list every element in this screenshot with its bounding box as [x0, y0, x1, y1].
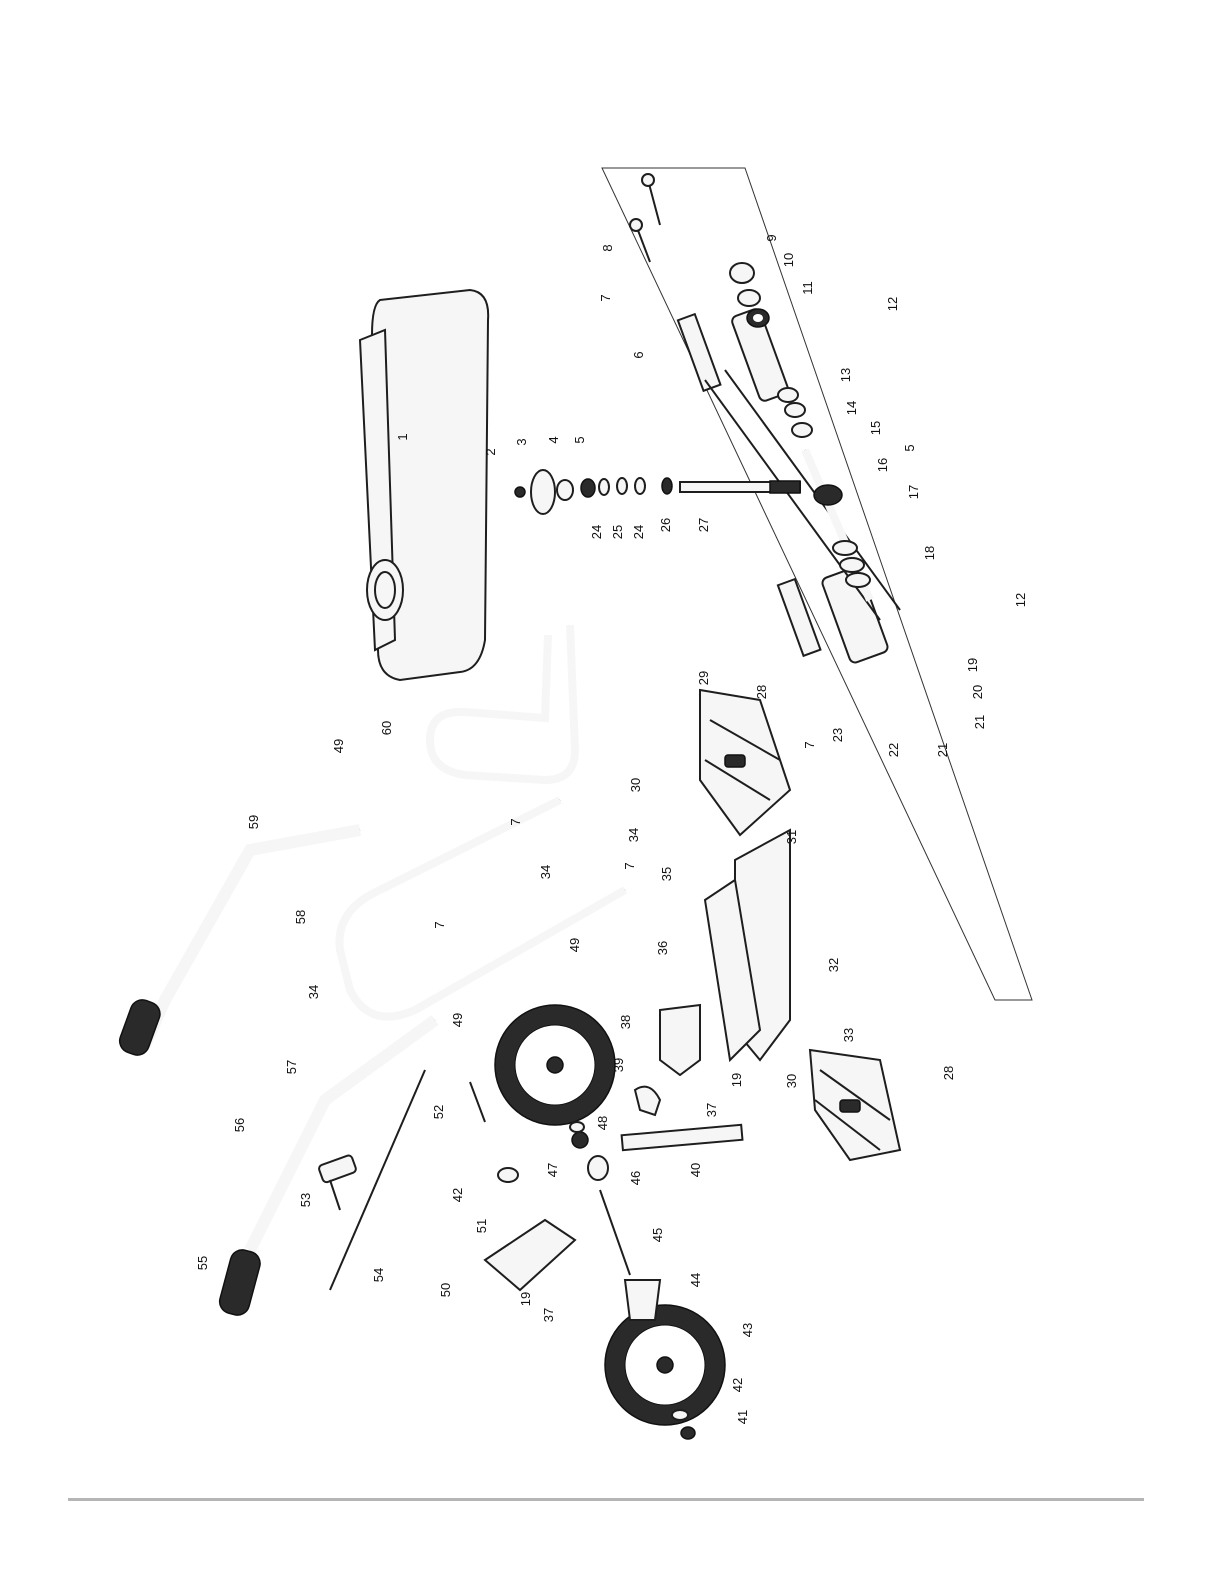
callout-7: 7: [508, 818, 523, 825]
engine-cover: [360, 290, 488, 680]
callout-54: 54: [371, 1268, 386, 1282]
callout-43: 43: [740, 1323, 755, 1337]
footer-rule: [68, 1498, 1144, 1501]
callout-3: 3: [514, 438, 529, 445]
callout-48: 48: [595, 1116, 610, 1130]
callout-34: 34: [626, 828, 641, 842]
callout-24: 24: [631, 525, 646, 539]
callout-26: 26: [658, 518, 673, 532]
callout-56: 56: [232, 1118, 247, 1132]
callout-19: 19: [729, 1073, 744, 1087]
callout-49: 49: [567, 938, 582, 952]
callout-25: 25: [610, 525, 625, 539]
callout-46: 46: [628, 1171, 643, 1185]
callout-12: 12: [1013, 593, 1028, 607]
callout-17: 17: [906, 485, 921, 499]
callout-59: 59: [246, 815, 261, 829]
callout-7: 7: [598, 294, 613, 301]
callout-45: 45: [650, 1228, 665, 1242]
callout-41: 41: [735, 1410, 750, 1424]
callout-18: 18: [922, 546, 937, 560]
throttle-control: [318, 1070, 425, 1290]
callout-7: 7: [802, 741, 817, 748]
callout-36: 36: [655, 941, 670, 955]
callout-19: 19: [518, 1292, 533, 1306]
callout-5: 5: [572, 436, 587, 443]
callout-42: 42: [730, 1378, 745, 1392]
callout-34: 34: [538, 865, 553, 879]
tine-assembly-rear: [700, 690, 790, 835]
callout-49: 49: [450, 1013, 465, 1027]
callout-23: 23: [830, 728, 845, 742]
callout-47: 47: [545, 1163, 560, 1177]
tine-shield: [705, 830, 790, 1060]
callout-24: 24: [589, 525, 604, 539]
lower-handle-frame: [340, 800, 626, 1017]
callout-52: 52: [431, 1105, 446, 1119]
callout-19: 19: [965, 658, 980, 672]
callout-57: 57: [284, 1060, 299, 1074]
callout-39: 39: [611, 1058, 626, 1072]
callout-14: 14: [844, 401, 859, 415]
callout-31: 31: [784, 830, 799, 844]
callout-49: 49: [331, 739, 346, 753]
callout-29: 29: [696, 671, 711, 685]
callout-2: 2: [483, 448, 498, 455]
callout-16: 16: [875, 458, 890, 472]
callout-58: 58: [293, 910, 308, 924]
callout-60: 60: [379, 721, 394, 735]
callout-4: 4: [546, 436, 561, 443]
washer-set: [778, 388, 812, 437]
callout-44: 44: [688, 1273, 703, 1287]
callout-13: 13: [838, 368, 853, 382]
callout-30: 30: [784, 1074, 799, 1088]
callout-20: 20: [970, 685, 985, 699]
callout-11: 11: [800, 281, 815, 295]
callout-50: 50: [438, 1283, 453, 1297]
callout-33: 33: [841, 1028, 856, 1042]
callout-27: 27: [696, 518, 711, 532]
callout-32: 32: [826, 958, 841, 972]
callout-8: 8: [600, 244, 615, 251]
upper-handle-bar: [116, 830, 360, 1058]
callout-34: 34: [306, 985, 321, 999]
callout-1: 1: [395, 433, 410, 440]
callout-35: 35: [659, 867, 674, 881]
callout-6: 6: [631, 351, 646, 358]
callout-42: 42: [450, 1188, 465, 1202]
callout-28: 28: [754, 685, 769, 699]
callout-55: 55: [195, 1256, 210, 1270]
callout-22: 22: [886, 743, 901, 757]
callout-28: 28: [941, 1066, 956, 1080]
callout-38: 38: [618, 1015, 633, 1029]
callout-15: 15: [868, 421, 883, 435]
callout-10: 10: [781, 253, 796, 267]
callout-7: 7: [432, 921, 447, 928]
callout-5: 5: [902, 444, 917, 451]
callout-21: 21: [972, 715, 987, 729]
callout-12: 12: [885, 297, 900, 311]
callout-9: 9: [764, 234, 779, 241]
housing-bolt: [630, 174, 660, 262]
callout-21: 21: [935, 743, 950, 757]
callout-37: 37: [704, 1103, 719, 1117]
callout-7: 7: [622, 862, 637, 869]
callout-51: 51: [474, 1219, 489, 1233]
tine-assembly-front: [810, 1050, 900, 1160]
worm-shaft-assembly: [515, 470, 800, 514]
callout-53: 53: [298, 1193, 313, 1207]
callout-37: 37: [541, 1308, 556, 1322]
callout-30: 30: [628, 778, 643, 792]
callout-40: 40: [688, 1163, 703, 1177]
